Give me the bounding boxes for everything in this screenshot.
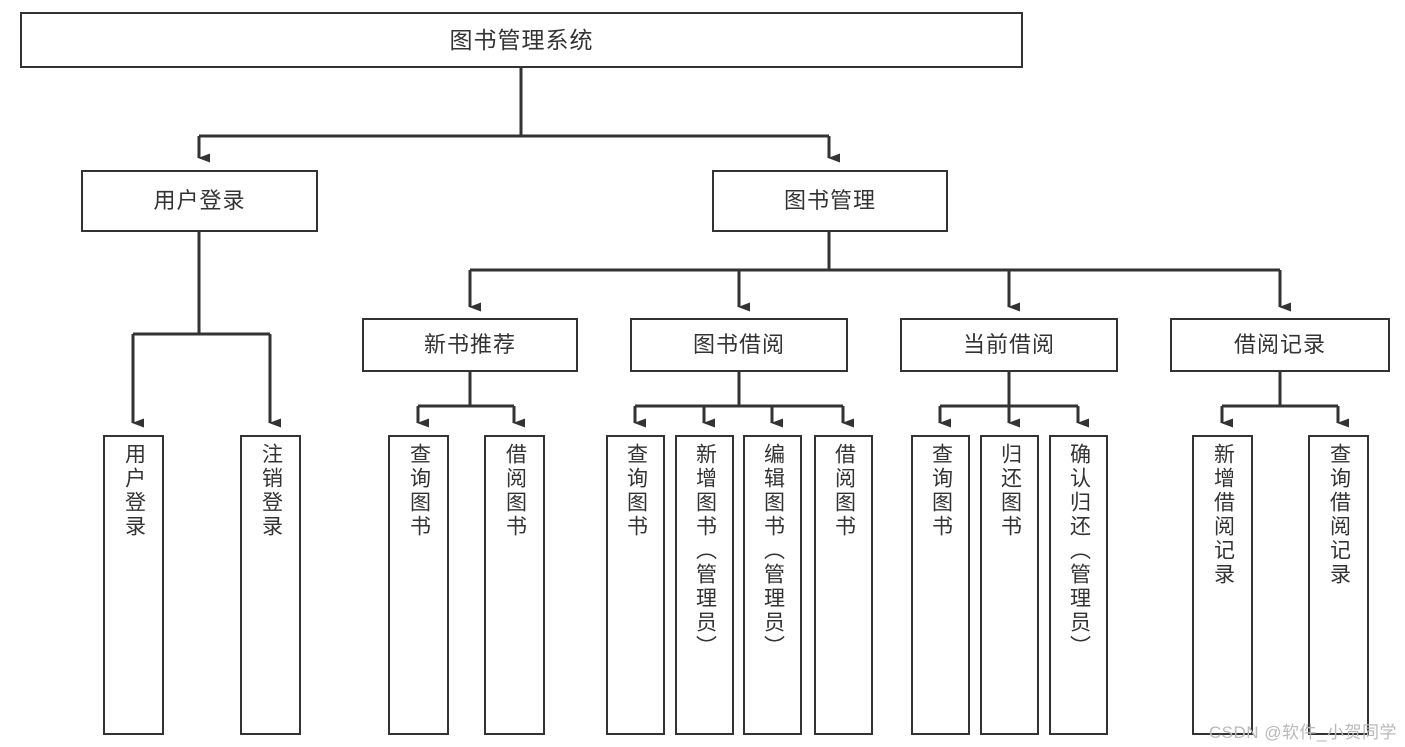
- node-leaf-return-book[interactable]: 归还图书: [980, 435, 1039, 735]
- node-leaf-query-book-1[interactable]: 查询图书: [388, 435, 449, 735]
- node-label: 图书管理: [783, 188, 876, 214]
- node-leaf-query-book-2[interactable]: 查询图书: [606, 435, 665, 735]
- watermark-text: CSDN @软件_小贺同学: [1208, 723, 1397, 742]
- node-leaf-user-login[interactable]: 用户登录: [103, 435, 164, 735]
- node-borrow-record[interactable]: 借阅记录: [1170, 318, 1390, 372]
- node-label: 查询借阅记录: [1327, 443, 1351, 587]
- node-leaf-confirm-return[interactable]: 确认归还（管理员）: [1049, 435, 1108, 735]
- node-book-manage[interactable]: 图书管理: [712, 170, 948, 232]
- node-label: 归还图书: [998, 443, 1022, 539]
- node-label: 当前借阅: [962, 332, 1055, 358]
- node-leaf-borrow-book-2[interactable]: 借阅图书: [814, 435, 873, 735]
- node-label: 查询图书: [407, 443, 431, 539]
- node-current-borrow[interactable]: 当前借阅: [900, 318, 1118, 372]
- node-label: 借阅记录: [1233, 332, 1326, 358]
- node-label: 查询图书: [624, 443, 648, 539]
- node-label: 图书借阅: [692, 332, 785, 358]
- node-label: 新增借阅记录: [1211, 443, 1235, 587]
- node-leaf-user-logout[interactable]: 注销登录: [240, 435, 301, 735]
- node-leaf-edit-book[interactable]: 编辑图书（管理员）: [743, 435, 802, 735]
- node-label: 用户登录: [153, 188, 246, 214]
- node-label: 新书推荐: [423, 332, 516, 358]
- node-new-book-recommend[interactable]: 新书推荐: [362, 318, 578, 372]
- node-label: 编辑图书（管理员）: [761, 443, 785, 659]
- node-label: 查询图书: [929, 443, 953, 539]
- node-label: 借阅图书: [832, 443, 856, 539]
- node-book-management-system[interactable]: 图书管理系统: [20, 12, 1023, 68]
- node-label: 借阅图书: [503, 443, 527, 539]
- node-leaf-query-record[interactable]: 查询借阅记录: [1308, 435, 1369, 735]
- node-user-login[interactable]: 用户登录: [81, 170, 318, 232]
- node-label: 用户登录: [122, 443, 146, 539]
- node-leaf-borrow-book-1[interactable]: 借阅图书: [484, 435, 545, 735]
- node-leaf-add-record[interactable]: 新增借阅记录: [1192, 435, 1253, 735]
- node-label: 图书管理系统: [449, 26, 594, 53]
- node-label: 新增图书（管理员）: [693, 443, 717, 659]
- node-book-borrow[interactable]: 图书借阅: [630, 318, 848, 372]
- node-leaf-add-book[interactable]: 新增图书（管理员）: [675, 435, 734, 735]
- node-label: 注销登录: [259, 443, 283, 539]
- node-leaf-query-book-3[interactable]: 查询图书: [911, 435, 970, 735]
- node-label: 确认归还（管理员）: [1067, 443, 1091, 659]
